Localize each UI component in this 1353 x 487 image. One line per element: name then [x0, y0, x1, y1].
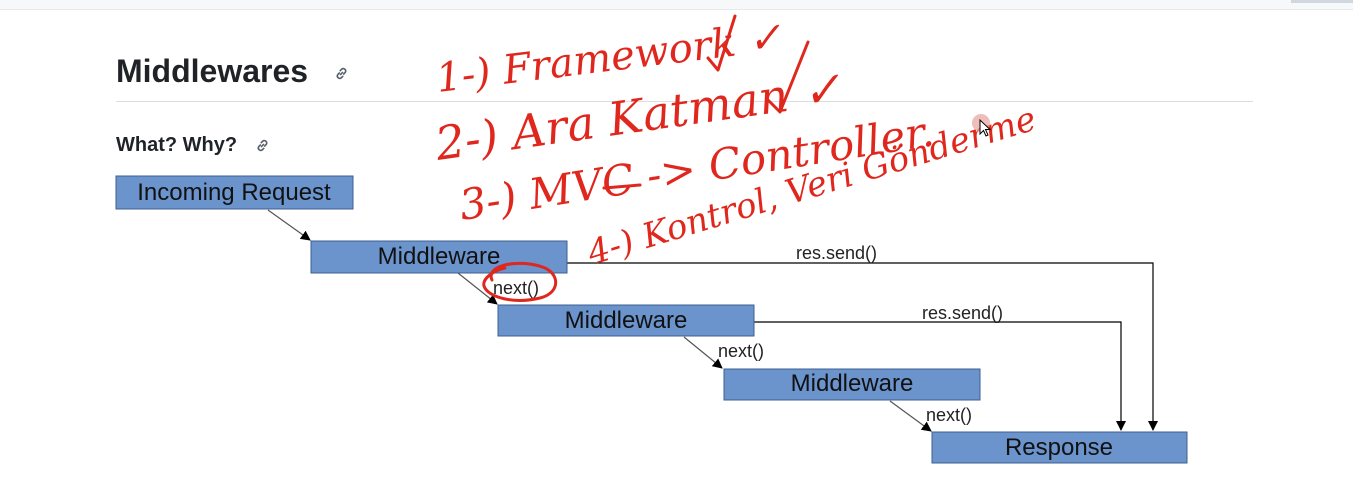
- top-bar-corner: [1291, 0, 1353, 3]
- edge-middleware-1-to-middleware-2: [457, 272, 498, 305]
- node-label: Middleware: [791, 370, 914, 397]
- node-incoming-request: Incoming Request: [115, 175, 354, 210]
- section-title: Middlewares: [116, 53, 309, 89]
- node-middleware-2: Middleware: [497, 304, 755, 337]
- node-middleware-3: Middleware: [723, 368, 981, 401]
- link-icon[interactable]: [254, 137, 271, 154]
- browser-top-bar: [0, 0, 1353, 10]
- next-label-1: next(): [493, 278, 539, 298]
- section-subtitle: What? Why?: [116, 134, 238, 156]
- edge-middleware-2-to-middleware-3: [683, 336, 723, 369]
- node-response: Response: [931, 431, 1188, 464]
- node-label: Incoming Request: [137, 179, 331, 206]
- node-label: Response: [1005, 434, 1113, 461]
- node-middleware-1: Middleware: [310, 240, 568, 274]
- send-label-1: res.send(): [796, 243, 877, 263]
- next-label-3: next(): [926, 405, 972, 425]
- edge-middleware-2-send: [754, 321, 1126, 431]
- title-divider: [116, 101, 1253, 102]
- edge-request-to-middleware-1: [267, 209, 311, 241]
- send-label-2: res.send(): [922, 303, 1003, 323]
- node-label: Middleware: [378, 243, 501, 270]
- node-label: Middleware: [565, 307, 688, 334]
- mouse-pointer-icon: [972, 114, 992, 137]
- next-label-2: next(): [718, 341, 764, 361]
- edge-middleware-3-to-response: [889, 400, 932, 432]
- link-icon[interactable]: [333, 65, 350, 82]
- edge-middleware-1-send: [567, 262, 1158, 431]
